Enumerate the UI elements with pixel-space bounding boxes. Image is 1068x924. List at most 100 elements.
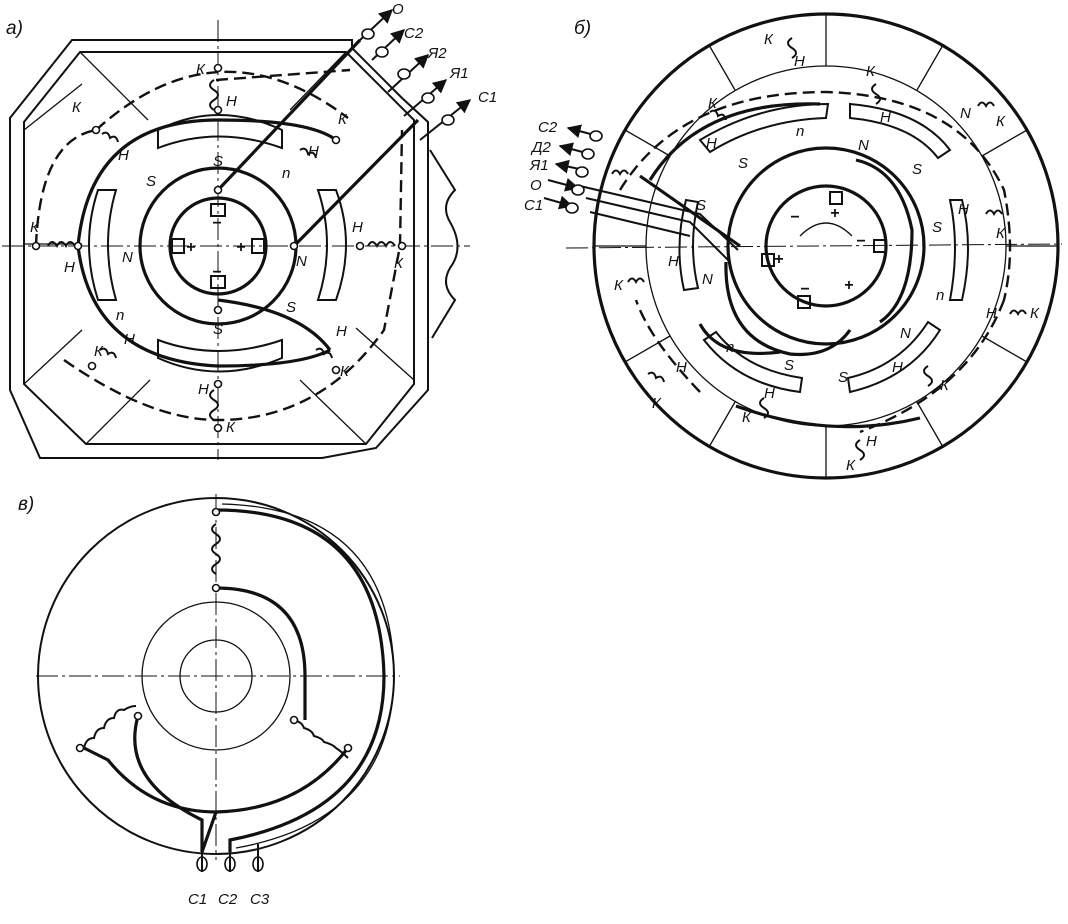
coil-start-label: Н [336,323,347,340]
coil-label-b: Н [958,201,969,218]
lead-label-c1: С1 [188,891,207,908]
phase-winding-1 [215,508,386,852]
coil-label-b: К [846,457,856,474]
coil-start-label: Н [124,331,135,348]
pole-label-b: S [912,161,922,178]
lead-label-c2: С2 [218,891,238,908]
lead-wires-b [543,124,603,214]
series-field-circuit-b [618,90,1012,434]
coil-label-b: Н [706,135,717,152]
brush-left [171,238,185,254]
coil-label-b: К [996,225,1006,242]
pole-label-b: N [702,271,713,288]
brush-sign-b: − [790,209,799,226]
coil-end-label: К [394,255,404,272]
coil-start-label: Н [198,381,209,398]
pole-label: N [122,249,133,266]
mounting-flange [429,149,459,339]
pole-label-b: S [784,357,794,374]
coil-label-b: К [1030,305,1040,322]
lead-label-c1: С1 [478,89,497,106]
brush-b [873,239,887,253]
pole-shoes-b [678,102,969,394]
coil-label-b: К [866,63,876,80]
lead-label-b: О [530,177,542,194]
coil-label-b: К [708,95,718,112]
brush-bottom-sign: − [212,264,221,281]
brush-top-sign: − [212,215,221,232]
lead-label-b: С2 [538,119,558,136]
panel-b-label: б) [574,18,591,39]
lead-label-ya1: Я1 [449,65,469,82]
coil-end-label: К [30,219,40,236]
brush-right [251,238,265,254]
coil-label-b: К [764,31,774,48]
field-coils [47,79,396,421]
coil-label-b: Н [866,433,877,450]
coil-label-b: К [652,395,662,412]
terminals [31,63,407,433]
aux-pole-label-b: n [796,123,804,140]
pole-label-b: N [960,105,971,122]
lead-label-o: О [392,1,404,18]
brush-sign-b: + [774,251,783,268]
coil-start-label: Н [64,259,75,276]
coil-start-label: Н [352,219,363,236]
coil-label-b: Н [892,359,903,376]
coil-end-label: К [340,363,350,380]
lead-label-b: Д2 [530,139,552,156]
pole-label-b: S [932,219,942,236]
coil-end-label: К [94,343,104,360]
coil-symbol [211,523,221,575]
lead-bundle-b [579,185,739,263]
armature-outer-b [726,146,926,346]
phase-winding-3 [133,715,204,852]
coil-label-b: Н [794,53,805,70]
lead-wires [359,9,472,141]
brush-left-sign: + [186,239,195,256]
coil-label-b: К [940,377,950,394]
coil-label-b: Н [668,253,679,270]
coil-start-label: Н [308,143,319,160]
brush-b [829,191,843,205]
lead-label-c2: С2 [404,25,424,42]
yoke-segment-lines [594,14,1058,478]
brush-sign-b: − [856,233,865,250]
coil-label-b: Н [764,385,775,402]
phase-winding-1-outer [221,503,395,849]
panel-a-diagram: а) + + − − [2,1,497,460]
aux-pole-label-b: n [726,339,734,356]
coil-end-label: К [72,99,82,116]
pole-label: S [213,153,223,170]
coil-label-b: Н [676,359,687,376]
aux-pole-label-b: n [936,287,944,304]
field-coils-b [611,37,1027,461]
lead-wires-c [201,844,259,872]
pole-label-b: N [858,137,869,154]
coil-end-label: К [196,61,206,78]
coil-label-b: Н [986,305,997,322]
frame-diagonals [23,51,415,445]
coil-label-b: К [996,113,1006,130]
lead-label-c3: С3 [250,891,270,908]
brush-sign-b: + [830,205,839,222]
pole-label: S [213,321,223,338]
lead-label-b: Я1 [529,157,549,174]
coil-label-b: Н [880,109,891,126]
pole-label: S [146,173,156,190]
lead-label-ya2: Я2 [427,45,447,62]
pole-label-b: S [696,197,706,214]
horizontal-axis-b [565,243,1063,249]
coil-end-label: К [338,111,348,128]
stator-yoke-inner [645,65,1007,427]
panel-c-diagram: в) С1 С2 С3 [18,494,400,908]
aux-pole-label: n [116,307,124,324]
brush-sign-b: − [800,281,809,298]
lead-label-b: С1 [524,197,543,214]
stator-yoke-outer [592,12,1060,480]
coil-end-label: К [226,419,236,436]
phase-winding-2 [83,586,350,853]
pole-label-b: S [838,369,848,386]
coil-label-b: К [614,277,624,294]
